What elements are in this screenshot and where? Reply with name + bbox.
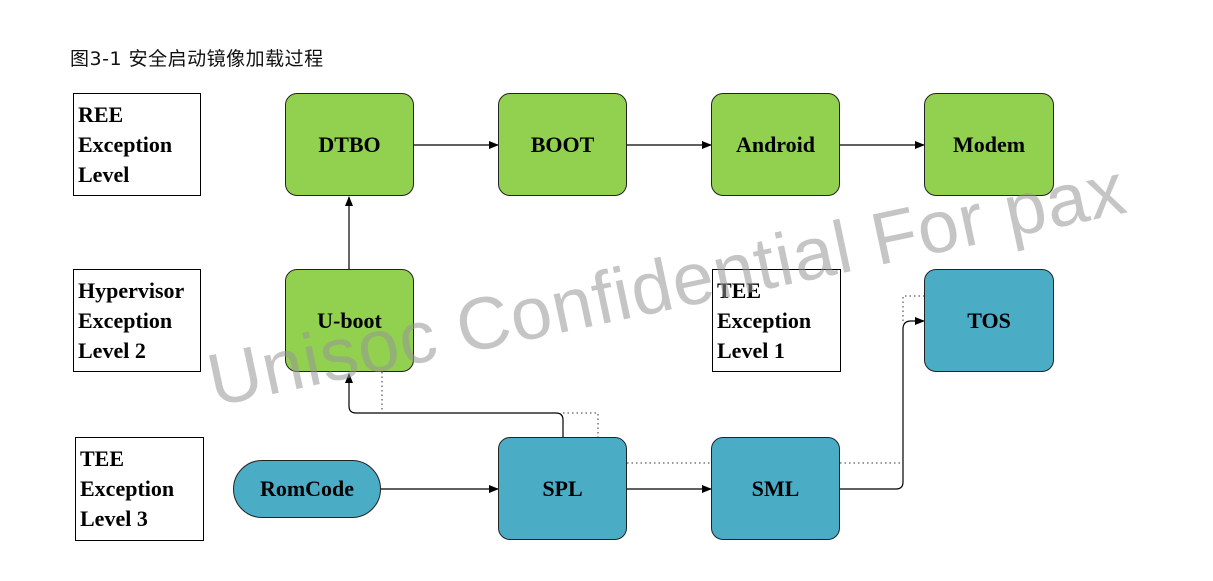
node-sml: SML bbox=[711, 437, 840, 540]
hyp-line-1: Hypervisor bbox=[78, 278, 185, 303]
hyp-line-3: Level 2 bbox=[78, 338, 146, 363]
tee1-line-1: TEE bbox=[717, 278, 762, 303]
tee-level-3-label: TEE Exception Level 3 bbox=[75, 437, 204, 541]
figure-title: 图3-1 安全启动镜像加载过程 bbox=[70, 48, 324, 70]
hyp-line-2: Exception bbox=[78, 308, 173, 333]
node-spl: SPL bbox=[498, 437, 627, 540]
node-uboot: U-boot bbox=[285, 269, 414, 372]
node-android: Android bbox=[711, 93, 840, 196]
ree-line-2: Exception bbox=[78, 132, 173, 157]
tee3-line-3: Level 3 bbox=[80, 506, 148, 531]
tee3-line-2: Exception bbox=[80, 476, 175, 501]
tee3-line-1: TEE bbox=[80, 446, 125, 471]
node-dtbo: DTBO bbox=[285, 93, 414, 196]
node-tos: TOS bbox=[924, 269, 1054, 372]
node-modem: Modem bbox=[924, 93, 1054, 196]
dotted-line-5 bbox=[902, 295, 924, 321]
arrow-sml-tos bbox=[840, 317, 925, 490]
ree-level-label: REE Exception Level bbox=[73, 93, 201, 196]
tee1-line-2: Exception bbox=[717, 308, 812, 333]
hypervisor-level-label: Hypervisor Exception Level 2 bbox=[73, 269, 201, 372]
tee-level-1-label: TEE Exception Level 1 bbox=[712, 269, 841, 372]
dotted-line-2 bbox=[563, 412, 599, 437]
ree-line-1: REE bbox=[78, 102, 124, 127]
node-boot: BOOT bbox=[498, 93, 627, 196]
ree-line-3: Level bbox=[78, 162, 130, 187]
arrow-spl-uboot bbox=[345, 373, 564, 437]
node-romcode: RomCode bbox=[233, 460, 381, 518]
tee1-line-3: Level 1 bbox=[717, 338, 785, 363]
